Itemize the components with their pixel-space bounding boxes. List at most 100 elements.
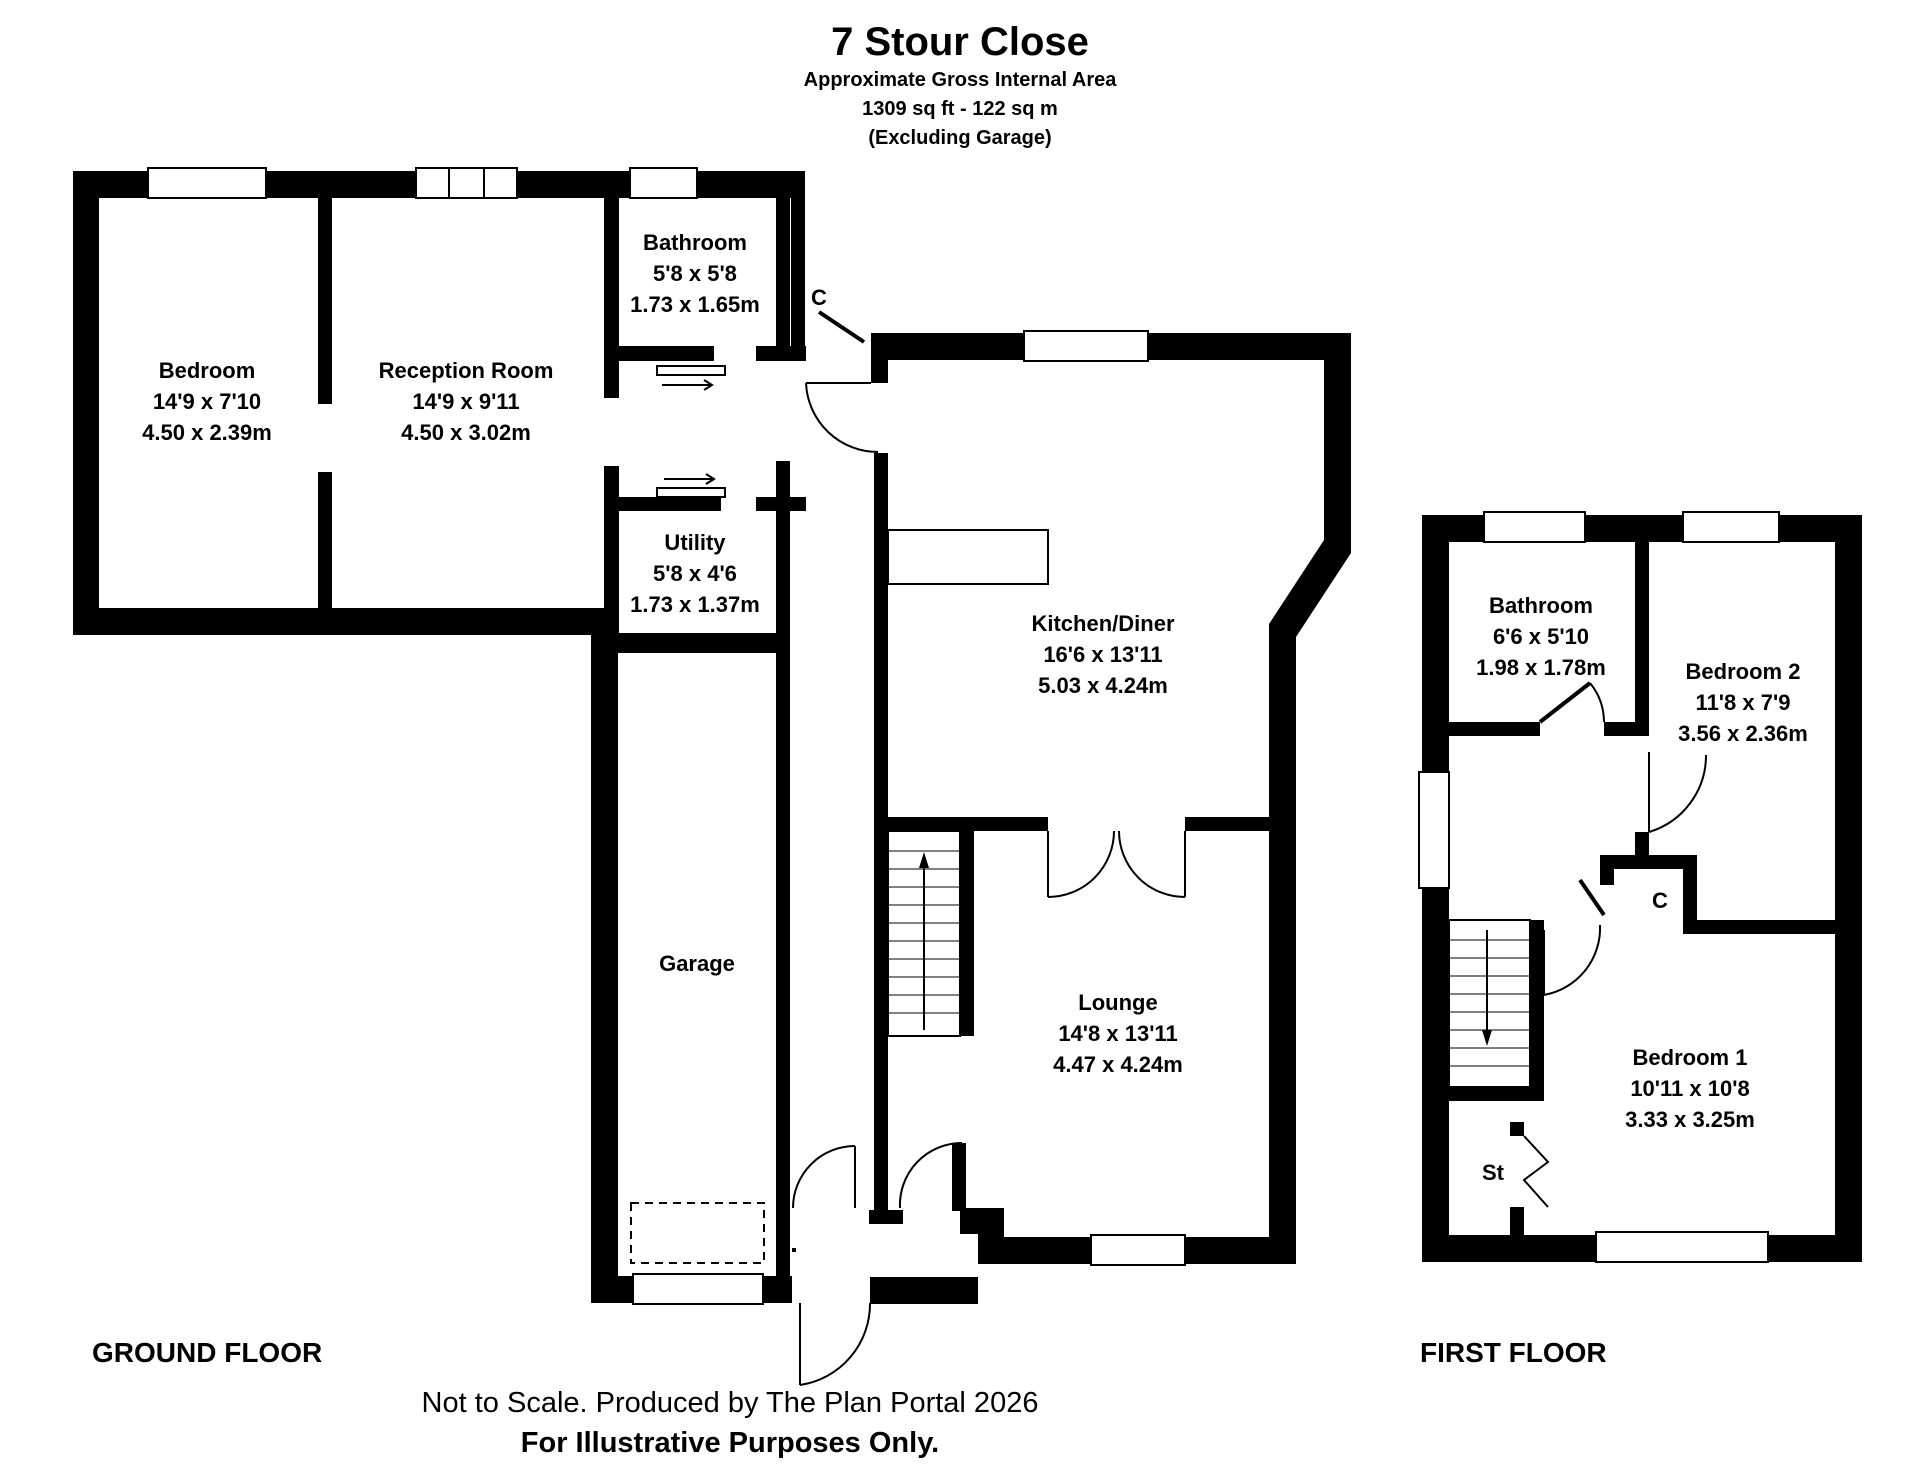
wall	[776, 653, 790, 1276]
room-imperial: 10'11 x 10'8	[1630, 1076, 1750, 1101]
wall	[1510, 1122, 1524, 1136]
ground-floor-windows	[147, 167, 1186, 1305]
room-name: Kitchen/Diner	[1031, 611, 1175, 636]
room-imperial: 6'6 x 5'10	[1492, 624, 1590, 649]
door-leaf	[1578, 878, 1606, 917]
wall	[1530, 920, 1544, 1100]
window	[1023, 330, 1149, 362]
room-name: Bathroom	[1489, 593, 1593, 618]
wall	[1683, 855, 1697, 923]
property-title: 7 Stour Close	[831, 20, 1089, 64]
wall	[960, 1208, 1004, 1234]
wall	[952, 1143, 966, 1211]
room-kitchen-diner: Kitchen/Diner 16'6 x 13'11 5.03 x 4.24m	[1031, 608, 1174, 701]
disclaimer: For Illustrative Purposes Only.	[520, 1427, 940, 1459]
ground-floor-walls	[73, 171, 1351, 1304]
room-imperial: 11'8 x 7'9	[1695, 690, 1791, 715]
wall	[888, 817, 1048, 831]
kitchen-worktop	[887, 529, 1049, 585]
wall	[776, 461, 790, 641]
wall	[604, 466, 619, 635]
store-label: St	[1482, 1160, 1504, 1185]
wall	[1324, 333, 1351, 553]
wall	[1600, 855, 1697, 869]
door-swing	[1118, 830, 1186, 898]
wall	[791, 171, 805, 361]
wall	[591, 1276, 633, 1303]
room-imperial: 5'8 x 4'6	[653, 561, 737, 586]
wall	[1635, 542, 1649, 732]
staircase	[1448, 919, 1531, 1088]
room-bedroom-2: Bedroom 2 11'8 x 7'9 3.56 x 2.36m	[1678, 656, 1808, 749]
door-swing	[805, 382, 879, 454]
wall	[763, 1276, 792, 1303]
scale-note: Not to Scale. Produced by The Plan Porta…	[421, 1387, 1039, 1419]
wall	[73, 608, 618, 635]
door-swing	[1589, 682, 1605, 723]
wall	[604, 633, 790, 653]
wall	[591, 635, 618, 1303]
window	[1682, 511, 1780, 543]
wall	[1604, 722, 1649, 736]
wall	[1683, 920, 1835, 934]
room-imperial: 14'9 x 7'10	[152, 389, 262, 414]
area-value: 1309 sq ft - 122 sq m	[862, 98, 1058, 120]
room-bathroom-ground: Bathroom 5'8 x 5'8 1.73 x 1.65m	[630, 227, 760, 320]
wall	[1449, 722, 1540, 736]
ground-floor-label: GROUND FLOOR	[92, 1337, 323, 1368]
door-leaf	[1538, 681, 1592, 724]
room-name: Reception Room	[378, 358, 554, 383]
first-floor-windows	[1418, 511, 1780, 1263]
wall	[874, 453, 888, 1223]
window	[629, 167, 698, 199]
area-caption: Approximate Gross Internal Area	[803, 69, 1117, 91]
ground-floor-fixtures	[630, 310, 1186, 1386]
room-metric: 4.47 x 4.24m	[1053, 1052, 1183, 1077]
wall	[1449, 1087, 1544, 1101]
wall	[318, 198, 332, 404]
sliding-door-arrow	[703, 379, 714, 391]
door-leaf	[817, 310, 866, 344]
window	[632, 1273, 764, 1305]
room-metric: 3.56 x 2.36m	[1678, 721, 1808, 746]
garage-door-dashed	[630, 1202, 765, 1264]
wall	[960, 831, 974, 1036]
room-reception: Reception Room 14'9 x 9'11 4.50 x 3.02m	[379, 355, 554, 448]
room-metric: 4.50 x 2.39m	[142, 420, 272, 445]
room-metric: 1.98 x 1.78m	[1476, 655, 1606, 680]
sliding-door	[656, 487, 726, 498]
plan-header: 7 Stour Close Approximate Gross Internal…	[0, 18, 1920, 153]
sliding-door-arrow	[705, 473, 716, 485]
wall	[1635, 832, 1649, 862]
sliding-door	[656, 365, 726, 376]
first-floor-fixtures	[1448, 681, 1708, 1208]
room-name: Bedroom 1	[1632, 1045, 1748, 1070]
wall	[1835, 515, 1862, 1262]
wall	[619, 497, 721, 511]
folding-door	[1522, 1135, 1550, 1208]
room-metric: 1.73 x 1.37m	[630, 592, 760, 617]
wall	[1269, 540, 1351, 637]
window	[147, 167, 267, 199]
door-swing	[898, 1141, 963, 1209]
wall	[73, 171, 99, 635]
room-name: Bedroom 2	[1685, 659, 1801, 684]
area-exclusion: (Excluding Garage)	[868, 127, 1052, 149]
room-metric: 5.03 x 4.24m	[1038, 673, 1168, 698]
window	[1595, 1231, 1769, 1263]
room-lounge: Lounge 14'8 x 13'11 4.47 x 4.24m	[1053, 987, 1183, 1080]
room-bathroom-first: Bathroom 6'6 x 5'10 1.98 x 1.78m	[1476, 590, 1606, 683]
stair-arrow-head	[919, 852, 929, 868]
wall	[869, 1210, 903, 1224]
door-swing	[1047, 830, 1115, 898]
room-imperial: 14'8 x 13'11	[1058, 1021, 1178, 1046]
door-swing	[1543, 924, 1602, 996]
wall	[870, 1277, 978, 1304]
wall	[1510, 1207, 1524, 1235]
wall	[792, 1248, 796, 1252]
room-name: Garage	[659, 951, 735, 976]
window	[1483, 511, 1586, 543]
wall	[1185, 817, 1271, 831]
wall	[619, 346, 714, 361]
stair-treads	[888, 850, 1530, 1067]
